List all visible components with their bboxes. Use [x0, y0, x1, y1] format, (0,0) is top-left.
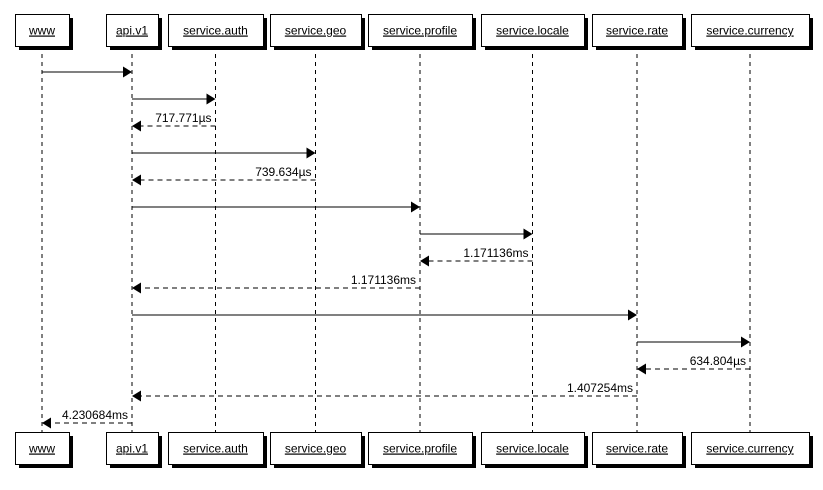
- participant-box-top-service-locale: service.locale: [481, 14, 588, 50]
- participant-box-frame: [168, 432, 264, 465]
- participant-box-bottom-service-auth: service.auth: [168, 432, 267, 468]
- return-arrow-7: 1.171136ms: [420, 246, 533, 267]
- participant-box-bottom-service-locale: service.locale: [481, 432, 588, 468]
- participant-box-top-service-rate: service.rate: [592, 14, 686, 50]
- participant-box-frame: [592, 14, 683, 47]
- call-arrow-3: [132, 147, 316, 159]
- arrowhead: [132, 282, 141, 294]
- participant-label: service.profile: [383, 24, 457, 38]
- participant-box-frame: [691, 432, 810, 465]
- return-arrow-8: 1.171136ms: [132, 273, 420, 294]
- participant-box-bottom-service-geo: service.geo: [270, 432, 365, 468]
- arrowhead: [411, 201, 420, 213]
- participant-label: service.geo: [285, 24, 347, 38]
- participant-label: service.rate: [606, 24, 668, 38]
- call-arrow-10: [637, 336, 750, 348]
- participant-box-bottom-service-rate: service.rate: [592, 432, 686, 468]
- participant-box-bottom-service-profile: service.profile: [368, 432, 476, 468]
- participant-box-frame: [15, 14, 70, 47]
- participant-box-frame: [368, 14, 473, 47]
- participant-box-frame: [368, 432, 473, 465]
- participant-box-frame: [168, 14, 264, 47]
- arrowhead: [741, 336, 750, 348]
- participant-label: www: [28, 442, 55, 456]
- return-arrow-13: 4.230684ms: [42, 408, 132, 429]
- participant-label: www: [28, 24, 55, 38]
- participant-box-top-service-geo: service.geo: [270, 14, 365, 50]
- arrowhead: [637, 363, 646, 375]
- arrowhead: [206, 93, 216, 105]
- call-arrow-9: [132, 309, 637, 321]
- call-arrow-0: [42, 66, 132, 78]
- participant-label: service.currency: [706, 24, 793, 38]
- participant-box-top-service-auth: service.auth: [168, 14, 267, 50]
- participant-label: service.currency: [706, 442, 793, 456]
- duration-label: 1.171136ms: [351, 273, 416, 287]
- return-arrow-4: 739.634µs: [132, 165, 316, 186]
- participant-label: api.v1: [116, 24, 148, 38]
- arrowhead: [628, 309, 637, 321]
- participant-label: service.rate: [606, 442, 668, 456]
- participant-box-frame: [106, 432, 159, 465]
- arrowhead: [523, 228, 533, 240]
- participant-box-frame: [691, 14, 810, 47]
- participant-box-frame: [106, 14, 159, 47]
- participant-label: service.locale: [496, 442, 569, 456]
- participant-box-top-service-profile: service.profile: [368, 14, 476, 50]
- participant-box-frame: [592, 432, 683, 465]
- participant-box-top-api-v1: api.v1: [106, 14, 162, 50]
- duration-label: 1.171136ms: [463, 246, 528, 260]
- call-arrow-6: [420, 228, 533, 240]
- duration-label: 1.407254ms: [567, 381, 633, 395]
- participant-box-frame: [481, 14, 585, 47]
- arrowhead: [123, 66, 132, 78]
- duration-label: 739.634µs: [255, 165, 311, 179]
- participant-box-top-www: www: [15, 14, 73, 50]
- participant-box-bottom-api-v1: api.v1: [106, 432, 162, 468]
- return-arrow-2: 717.771µs: [132, 111, 216, 132]
- arrowhead: [132, 120, 141, 132]
- participant-label: service.profile: [383, 442, 457, 456]
- arrowhead: [420, 255, 429, 267]
- participant-label: api.v1: [116, 442, 148, 456]
- arrowhead: [132, 174, 141, 186]
- duration-label: 634.804µs: [690, 354, 746, 368]
- participant-box-bottom-www: www: [15, 432, 73, 468]
- participant-label: service.auth: [183, 24, 248, 38]
- arrowhead: [42, 417, 51, 429]
- participant-box-frame: [270, 432, 362, 465]
- participant-box-frame: [270, 14, 362, 47]
- duration-label: 4.230684ms: [62, 408, 128, 422]
- return-arrow-12: 1.407254ms: [132, 381, 637, 402]
- arrowhead: [132, 390, 141, 402]
- participant-label: service.auth: [183, 442, 248, 456]
- call-arrow-1: [132, 93, 216, 105]
- duration-label: 717.771µs: [155, 111, 211, 125]
- participant-label: service.locale: [496, 24, 569, 38]
- participant-label: service.geo: [285, 442, 347, 456]
- participant-box-top-service-currency: service.currency: [691, 14, 813, 50]
- call-arrow-5: [132, 201, 420, 213]
- participant-box-bottom-service-currency: service.currency: [691, 432, 813, 468]
- participant-box-frame: [15, 432, 70, 465]
- participant-box-frame: [481, 432, 585, 465]
- arrowhead: [306, 147, 316, 159]
- return-arrow-11: 634.804µs: [637, 354, 750, 375]
